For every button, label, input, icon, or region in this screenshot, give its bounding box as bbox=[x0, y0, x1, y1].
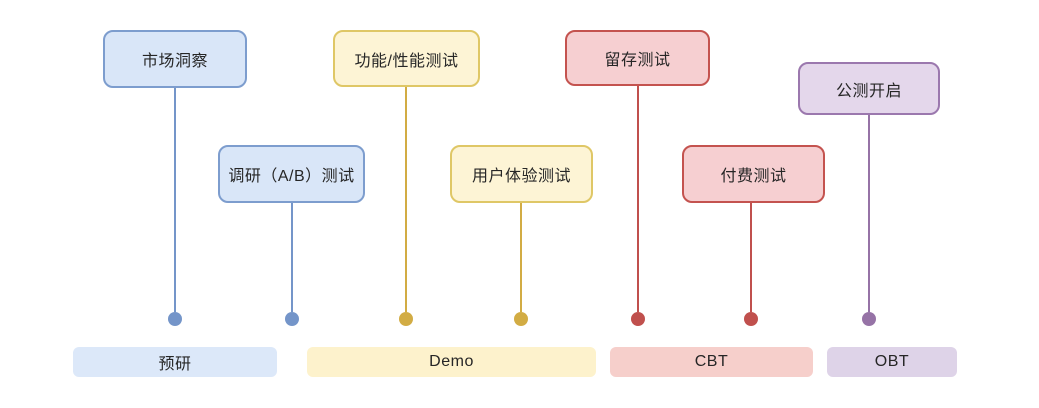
milestone-card-retention-test: 留存测试 bbox=[565, 30, 710, 86]
timeline-dot bbox=[631, 312, 645, 326]
timeline-dot bbox=[168, 312, 182, 326]
milestone-card-open-beta-launch: 公测开启 bbox=[798, 62, 940, 115]
milestone-card-market-insight: 市场洞察 bbox=[103, 30, 247, 88]
milestone-label: 市场洞察 bbox=[141, 53, 208, 70]
milestone-card-ab-test: 调研（A/B）测试 bbox=[218, 145, 365, 203]
milestone-label: 调研（A/B）测试 bbox=[228, 168, 355, 185]
milestone-label: 功能/性能测试 bbox=[354, 52, 459, 70]
phase-label: CBT bbox=[694, 353, 729, 370]
connector-line bbox=[750, 203, 752, 312]
timeline-dot bbox=[514, 312, 528, 326]
phase-bar-cbt: CBT bbox=[610, 347, 813, 377]
phase-bar-pre-research: 预研 bbox=[73, 347, 277, 377]
phase-bar-obt: OBT bbox=[827, 347, 957, 377]
connector-line bbox=[174, 88, 176, 312]
phase-bar-demo: Demo bbox=[307, 347, 596, 377]
connector-line bbox=[291, 203, 293, 312]
phase-label: OBT bbox=[874, 353, 910, 370]
milestone-card-user-experience-test: 用户体验测试 bbox=[450, 145, 593, 203]
timeline-dot bbox=[399, 312, 413, 326]
timeline-dot bbox=[862, 312, 876, 326]
phase-label: 预研 bbox=[158, 356, 192, 373]
timeline-dot bbox=[744, 312, 758, 326]
milestone-card-function-performance-test: 功能/性能测试 bbox=[333, 30, 480, 87]
connector-line bbox=[637, 86, 639, 312]
milestone-label: 付费测试 bbox=[720, 168, 787, 185]
milestone-label: 公测开启 bbox=[835, 82, 902, 100]
connector-line bbox=[868, 115, 870, 312]
milestone-card-payment-test: 付费测试 bbox=[682, 145, 825, 203]
phase-label: Demo bbox=[429, 353, 474, 370]
milestone-label: 用户体验测试 bbox=[471, 168, 571, 185]
connector-line bbox=[405, 87, 407, 312]
milestone-label: 留存测试 bbox=[604, 52, 671, 69]
connector-line bbox=[520, 203, 522, 312]
timeline-dot bbox=[285, 312, 299, 326]
